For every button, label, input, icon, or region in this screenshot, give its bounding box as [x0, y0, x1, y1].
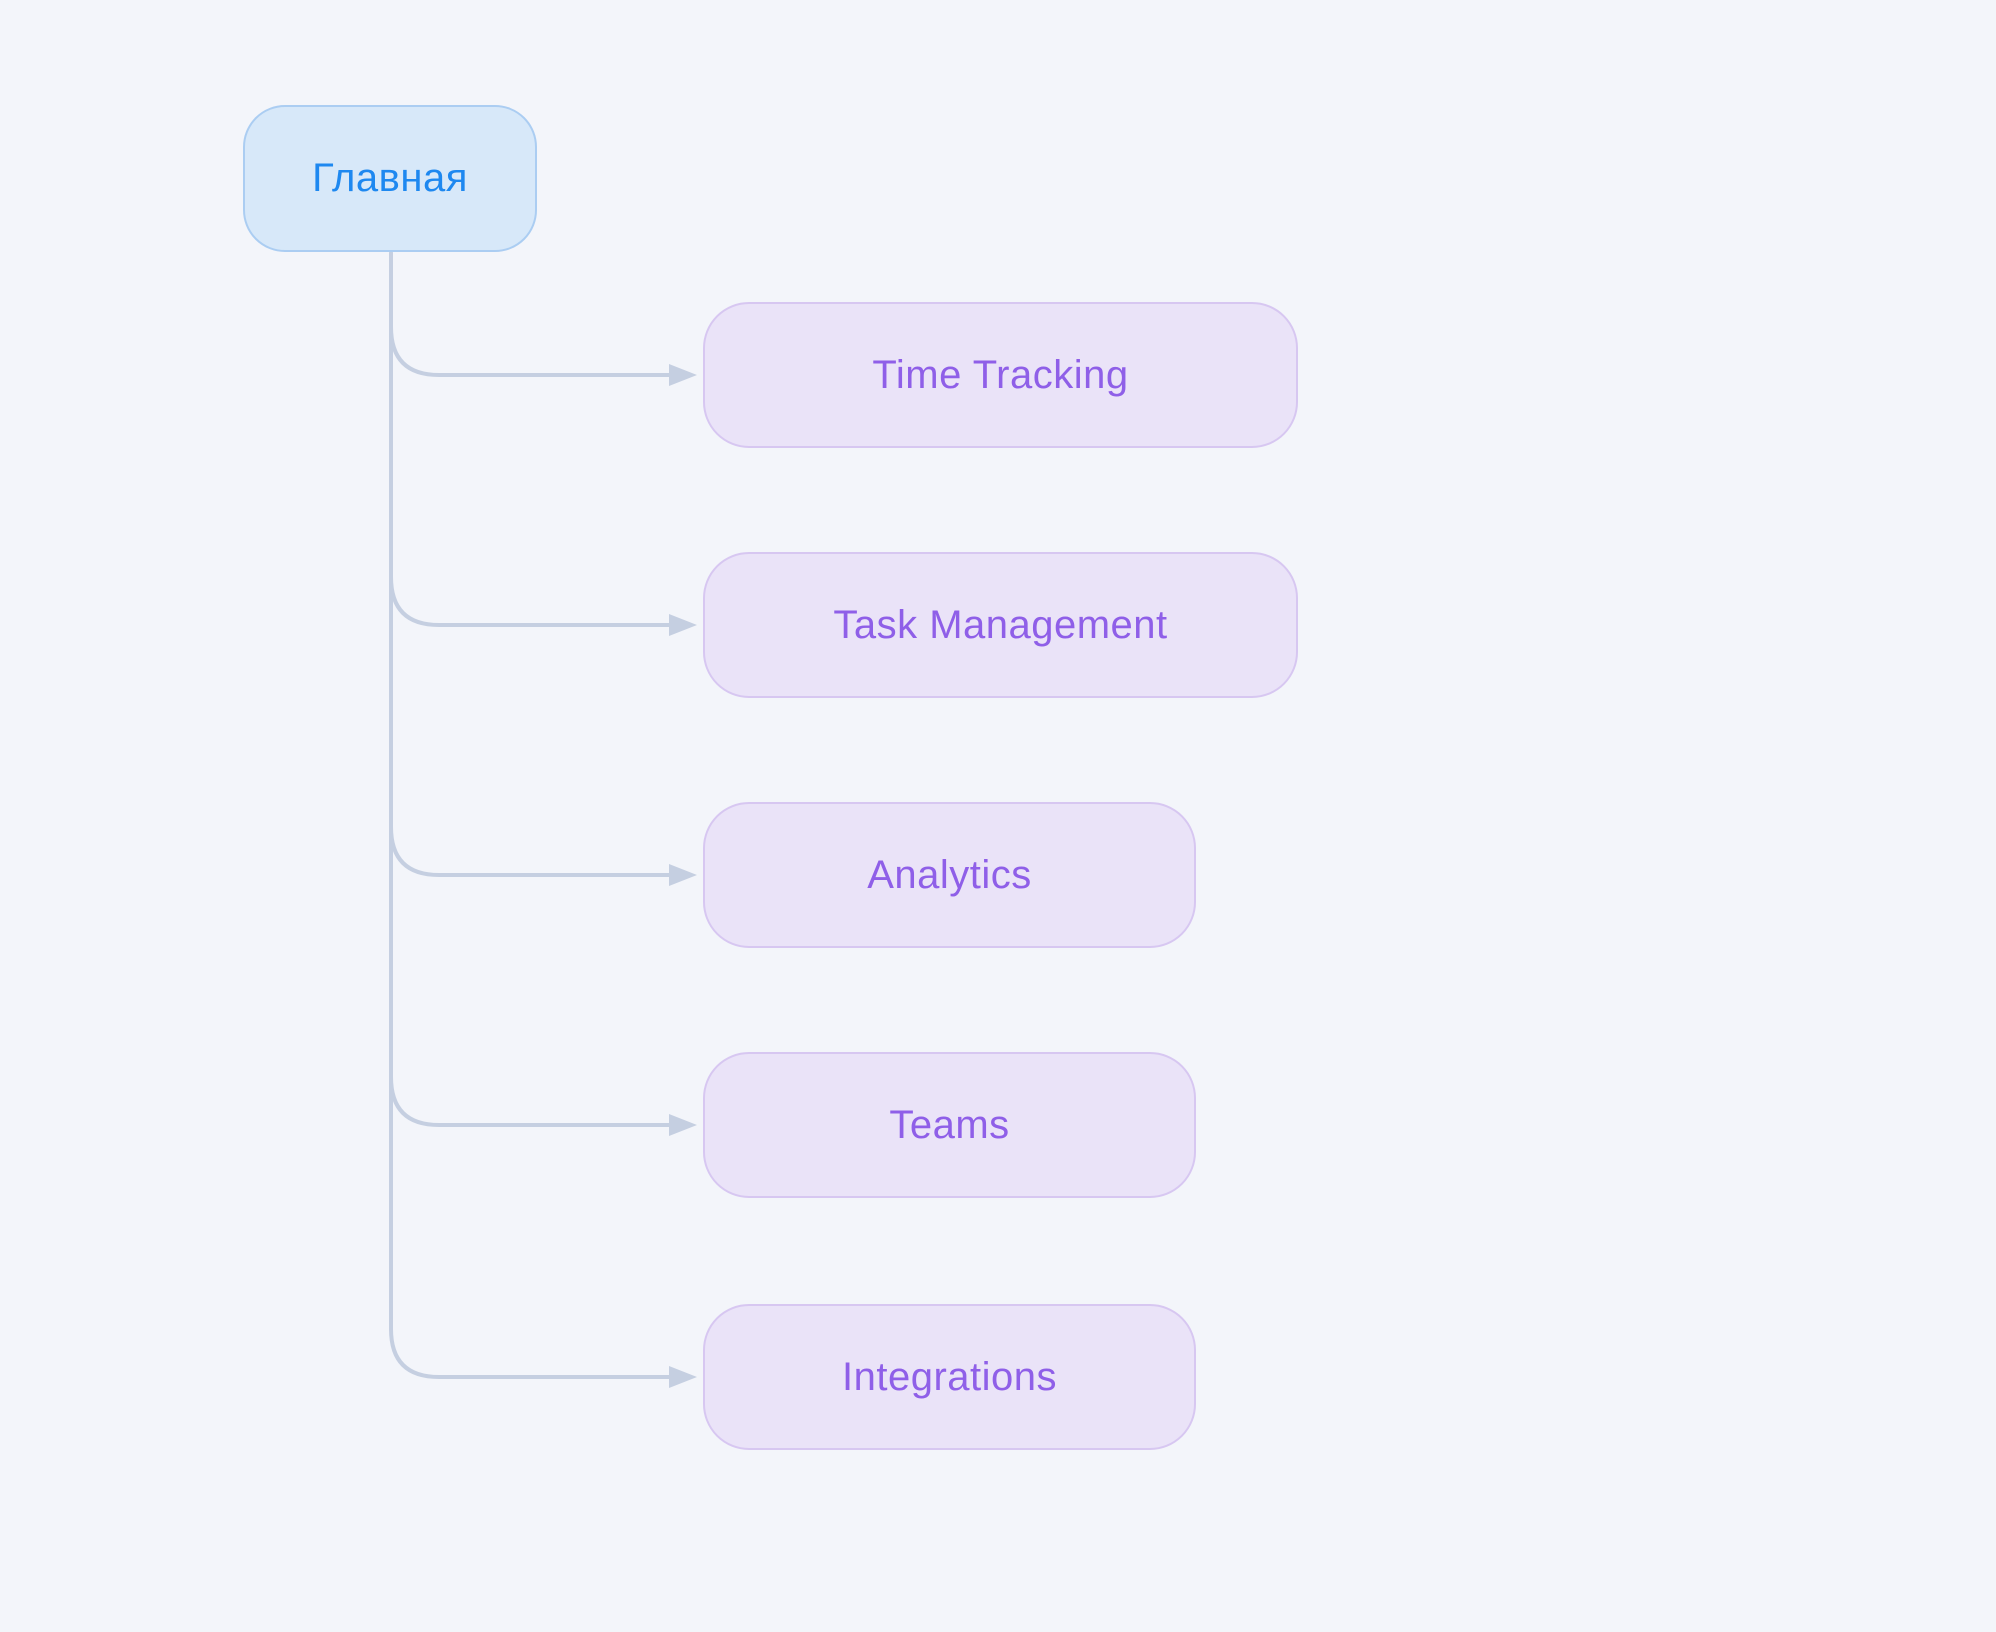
connector-branch-time-tracking — [389, 325, 673, 377]
node-root-label: Главная — [312, 156, 468, 200]
arrowhead-teams — [669, 1114, 697, 1136]
node-integrations-label: Integrations — [841, 1354, 1058, 1399]
connector-branch-integrations — [389, 1327, 673, 1379]
node-root-home[interactable]: Главная — [243, 105, 537, 252]
arrowhead-integrations — [669, 1366, 697, 1388]
node-time-tracking[interactable]: Time Tracking — [703, 302, 1298, 448]
arrowhead-task-management — [669, 614, 697, 636]
node-task-management-label: Task Management — [833, 602, 1168, 647]
node-time-tracking-label: Time Tracking — [872, 352, 1129, 397]
node-integrations[interactable]: Integrations — [703, 1304, 1196, 1450]
connector-branch-teams — [389, 1075, 673, 1127]
node-teams[interactable]: Teams — [703, 1052, 1196, 1198]
connector-branch-analytics — [389, 825, 673, 877]
node-teams-label: Teams — [889, 1102, 1010, 1147]
connector-branch-task-management — [389, 575, 673, 627]
node-analytics[interactable]: Analytics — [703, 802, 1196, 948]
node-analytics-label: Analytics — [867, 852, 1032, 897]
arrowhead-time-tracking — [669, 364, 697, 386]
arrowhead-analytics — [669, 864, 697, 886]
node-task-management[interactable]: Task Management — [703, 552, 1298, 698]
